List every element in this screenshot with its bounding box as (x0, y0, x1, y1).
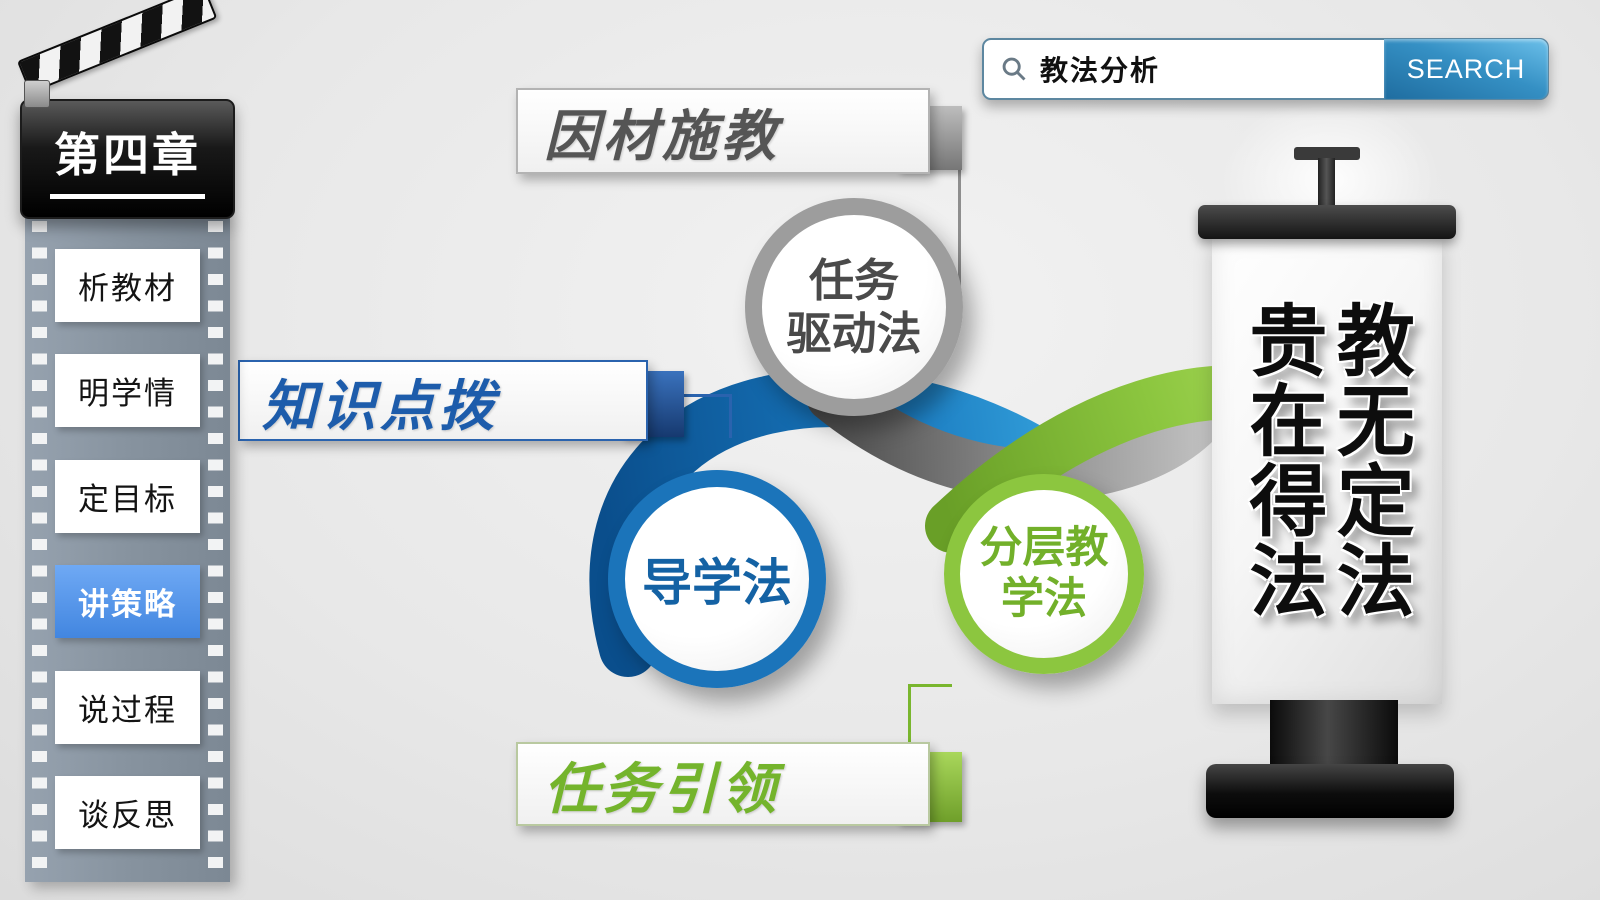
connector-gray (958, 170, 961, 292)
banner-knowledge-guidance: 知识点拨 (238, 360, 648, 441)
connector-blue-vertical (729, 394, 732, 438)
poster-stand-neck (1270, 700, 1398, 770)
task-driven-line1: 任务 (808, 254, 899, 306)
poster-motto: 教无定法 贵在得法 (1238, 300, 1413, 672)
sidebar-item-strategy-active[interactable]: 讲策略 (55, 565, 200, 639)
sidebar-item-process[interactable]: 说过程 (55, 670, 200, 744)
banner-teach-by-aptitude: 因材施教 (516, 88, 930, 174)
sidebar-item-analyze-material[interactable]: 析教材 (55, 248, 200, 322)
connector-green-horizontal (908, 684, 952, 687)
banner-task-leading: 任务引领 (516, 742, 930, 826)
search-input[interactable]: 教法分析 (1040, 55, 1161, 86)
poster-stand-base (1206, 764, 1454, 818)
poster-top-bar (1198, 205, 1456, 239)
poster-canvas (1212, 236, 1442, 704)
guided-method-label: 导学法 (642, 555, 792, 611)
film-holes-left (32, 221, 47, 877)
poster-motto-column-right: 教无定法 (1325, 300, 1414, 620)
circle-task-driven-method: 任务 驱动法 (745, 198, 963, 416)
task-driven-line2: 驱动法 (786, 308, 922, 359)
sidebar-menu: 析教材 明学情 定目标 讲策略 说过程 谈反思 (55, 216, 200, 882)
chapter-title: 第四章 (50, 119, 205, 199)
gray-ribbon (806, 370, 1234, 502)
layered-line2: 学法 (1001, 575, 1087, 623)
poster-hanger-cap (1294, 147, 1360, 160)
connector-blue-horizontal (684, 394, 732, 397)
search-icon (1000, 55, 1028, 83)
circle-layered-teaching-method: 分层教 学法 (944, 474, 1144, 674)
connector-green-vertical (908, 684, 911, 754)
sidebar-item-reflection[interactable]: 谈反思 (55, 776, 200, 850)
circle-guided-learning-method: 导学法 (608, 470, 826, 688)
poster-hanger-pole (1318, 158, 1335, 210)
sidebar-filmstrip: 析教材 明学情 定目标 讲策略 说过程 谈反思 (25, 216, 230, 882)
sidebar-item-set-goals[interactable]: 定目标 (55, 459, 200, 533)
sidebar-item-know-students[interactable]: 明学情 (55, 354, 200, 428)
search-button[interactable]: SEARCH (1384, 39, 1548, 99)
poster-motto-column-left: 贵在得法 (1238, 300, 1327, 620)
chapter-board: 第四章 (20, 99, 235, 219)
search-bar: 教法分析 SEARCH (982, 38, 1549, 100)
layered-line1: 分层教 (979, 524, 1109, 573)
film-holes-right (208, 221, 223, 877)
clapperboard-hinge (24, 80, 50, 108)
